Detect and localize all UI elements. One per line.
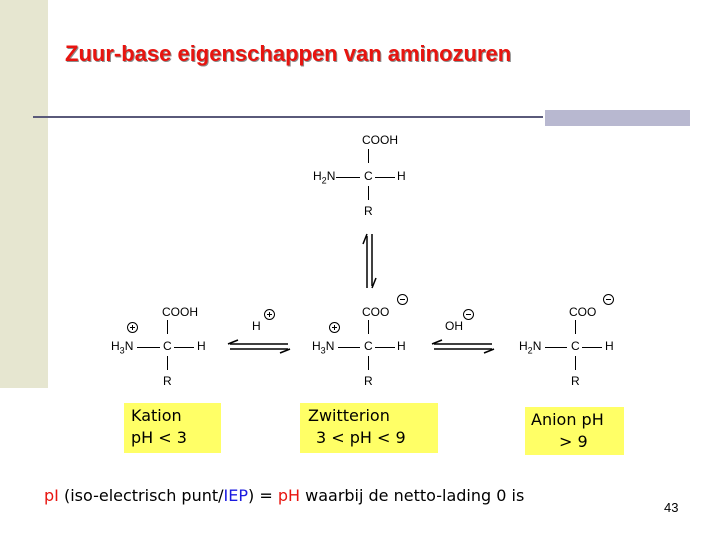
pi-text-2: ) =: [248, 486, 278, 505]
middle-side-chain: R: [364, 374, 373, 388]
top-carbon: C: [364, 169, 373, 183]
zwitterion-label-box: Zwitterion 3 < pH < 9: [300, 403, 438, 453]
left-amine-sub: 3: [119, 345, 125, 356]
ph-term: pH: [277, 486, 301, 505]
top-bond-left: [336, 177, 360, 178]
middle-minus-charge-icon: [397, 294, 408, 305]
anion-line2: > 9: [559, 432, 588, 451]
iep-term: IEP: [223, 486, 249, 505]
left-bond-up: [167, 320, 168, 334]
pi-definition: pI (iso-electrisch punt/IEP) = pH waarbi…: [44, 486, 524, 505]
left-carbon: C: [163, 339, 172, 353]
zwitterion-ph: 3 < pH < 9: [316, 428, 406, 447]
slide-left-bar: [0, 0, 48, 388]
top-hydrogen: H: [397, 169, 406, 183]
right-amine-sub: 2: [527, 345, 533, 356]
right-side-chain: R: [571, 374, 580, 388]
left-amine: H3N: [111, 339, 133, 355]
middle-bond-up: [368, 320, 369, 334]
left-amine-h: H: [111, 339, 120, 353]
middle-carboxyl: COO: [362, 305, 390, 319]
vertical-equilibrium-arrow: [362, 233, 377, 289]
top-amine: H2N: [313, 169, 335, 185]
right-bond-right: [582, 347, 602, 348]
right-equilibrium-arrow: [431, 339, 495, 354]
right-bond-left: [545, 347, 567, 348]
proton-plus-charge-icon: [264, 309, 275, 320]
title-rule: [33, 116, 543, 118]
middle-bond-right: [375, 347, 395, 348]
top-carboxyl: COOH: [362, 133, 398, 147]
left-bond-right: [174, 347, 194, 348]
middle-amine-h: H: [312, 339, 321, 353]
pi-term: pI: [44, 486, 59, 505]
right-carboxyl: COO: [569, 305, 597, 319]
anion-label-box: Anion pH > 9: [525, 407, 624, 455]
kation-label-box: Kation pH < 3: [124, 403, 221, 453]
top-amine-n: N: [326, 169, 336, 183]
top-bond-right: [375, 177, 395, 178]
left-bond-down: [167, 356, 168, 370]
top-amine-sub: 2: [321, 175, 327, 186]
kation-name: Kation: [131, 406, 182, 425]
left-carboxyl: COOH: [162, 305, 198, 319]
proton-label: H: [252, 319, 261, 333]
middle-amine-n: N: [325, 339, 335, 353]
middle-hydrogen: H: [397, 339, 406, 353]
page-number: 43: [664, 500, 679, 515]
pi-text-3: waarbij de netto-lading 0 is: [300, 486, 525, 505]
right-bond-up: [575, 320, 576, 334]
middle-bond-left: [338, 347, 360, 348]
left-amine-n: N: [124, 339, 134, 353]
middle-plus-charge-icon: [329, 322, 340, 333]
hydroxide-minus-charge-icon: [463, 309, 474, 320]
middle-carbon: C: [364, 339, 373, 353]
slide-title: Zuur-base eigenschappen van aminozuren: [65, 41, 512, 66]
right-bond-down: [575, 356, 576, 370]
right-amine-h: H: [519, 339, 528, 353]
title-rule-box: [545, 110, 690, 126]
middle-amine-sub: 3: [320, 345, 326, 356]
left-bond-left: [137, 347, 160, 348]
middle-bond-down: [368, 356, 369, 370]
left-side-chain: R: [163, 374, 172, 388]
kation-ph: pH < 3: [131, 428, 187, 447]
right-minus-charge-icon: [603, 294, 614, 305]
hydroxide-label: OH: [445, 319, 463, 333]
zwitterion-name: Zwitterion: [308, 406, 390, 425]
right-hydrogen: H: [605, 339, 614, 353]
top-bond-up: [368, 149, 369, 163]
right-amine-n: N: [532, 339, 542, 353]
left-plus-charge-icon: [127, 322, 138, 333]
right-carbon: C: [571, 339, 580, 353]
top-amine-h: H: [313, 169, 322, 183]
anion-line1: Anion pH: [531, 410, 604, 429]
pi-text-1: (iso-electrisch punt/: [58, 486, 224, 505]
middle-amine: H3N: [312, 339, 334, 355]
left-hydrogen: H: [197, 339, 206, 353]
top-side-chain: R: [364, 204, 373, 218]
left-equilibrium-arrow: [227, 339, 291, 354]
top-bond-down: [368, 186, 369, 200]
right-amine: H2N: [519, 339, 541, 355]
